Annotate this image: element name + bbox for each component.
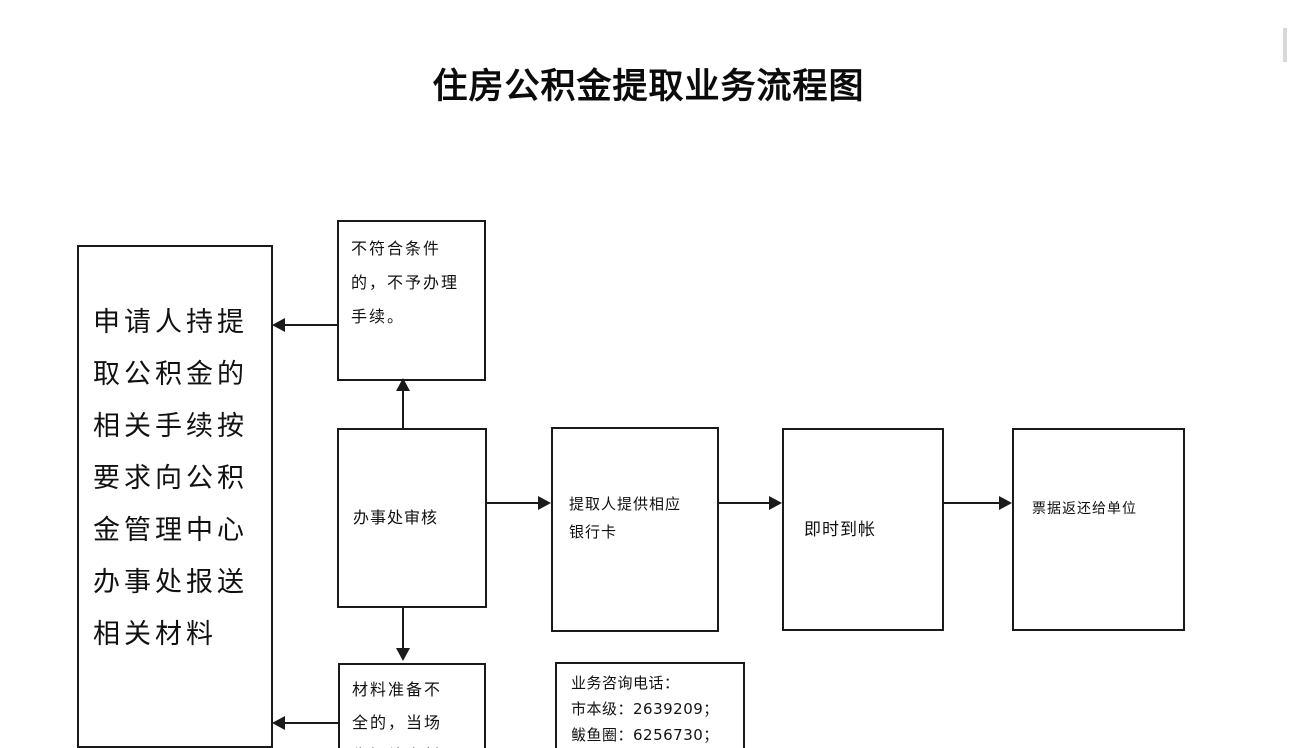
connector-arrival-to-receipt-arrowhead [999, 496, 1012, 510]
node-receipt-returned-to-unit[interactable]: 票据返还给单位 [1012, 428, 1185, 631]
scan-edge-artifact [1283, 28, 1287, 62]
node-incomplete-label: 材料准备不 全的，当场 告知补充材 [352, 680, 443, 748]
node-contact-label: 业务咨询电话： 市本级：2639209； 鲅鱼圈：6256730； [571, 674, 719, 744]
connector-review-to-reject-line [402, 388, 404, 428]
connector-reject-to-apply-arrowhead [272, 318, 285, 332]
connector-review-to-incomplete-line [402, 608, 404, 650]
node-receipt-label: 票据返还给单位 [1032, 500, 1137, 517]
connector-review-to-incomplete-arrowhead [396, 648, 410, 661]
node-provide-bank-card[interactable]: 提取人提供相应 银行卡 [551, 427, 719, 632]
connector-bankcard-to-arrival-arrowhead [769, 496, 782, 510]
node-applicant-submits-materials[interactable]: 申请人持提 取公积金的 相关手续按 要求向公积 金管理中心 办事处报送 相关材料 [77, 245, 273, 748]
node-not-eligible-no-processing[interactable]: 不符合条件 的，不予办理 手续。 [337, 220, 486, 381]
connector-arrival-to-receipt-line [944, 502, 999, 504]
connector-review-to-bankcard-line [487, 502, 539, 504]
node-bankcard-label: 提取人提供相应 银行卡 [569, 494, 682, 541]
node-instant-arrival[interactable]: 即时到帐 [782, 428, 944, 631]
connector-incomplete-to-apply-line [285, 722, 339, 724]
node-incomplete-materials[interactable]: 材料准备不 全的，当场 告知补充材 [338, 663, 486, 748]
connector-reject-to-apply-line [285, 324, 338, 326]
node-contact-phone-box[interactable]: 业务咨询电话： 市本级：2639209； 鲅鱼圈：6256730； [555, 662, 745, 748]
node-arrival-label: 即时到帐 [804, 519, 876, 540]
connector-bankcard-to-arrival-line [719, 502, 769, 504]
page-title: 住房公积金提取业务流程图 [432, 67, 865, 107]
node-reject-label: 不符合条件 的，不予办理 手续。 [351, 239, 460, 326]
connector-review-to-bankcard-arrowhead [538, 496, 551, 510]
node-office-review[interactable]: 办事处审核 [337, 428, 487, 608]
node-review-label: 办事处审核 [353, 508, 439, 527]
node-apply-label: 申请人持提 取公积金的 相关手续按 要求向公积 金管理中心 办事处报送 相关材料 [93, 306, 248, 650]
connector-incomplete-to-apply-arrowhead [272, 716, 285, 730]
connector-review-to-reject-arrowhead [396, 378, 410, 391]
